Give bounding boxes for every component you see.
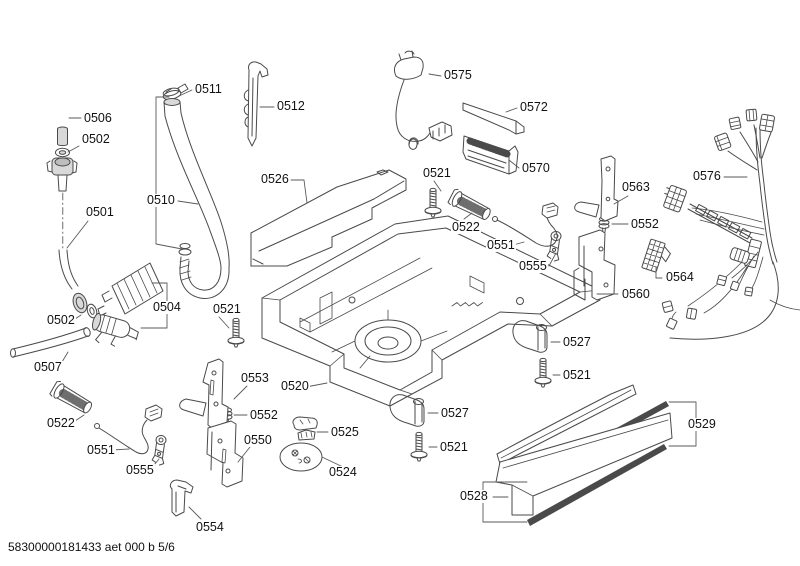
part-label-0502-2: 0502 <box>46 313 76 327</box>
leader-line-0510 <box>155 96 183 250</box>
part-label-0555-2: 0555 <box>125 463 155 477</box>
part-0525-clamps <box>292 416 318 441</box>
part-0510-hose <box>163 98 230 299</box>
part-0563-bracket <box>574 155 619 222</box>
part-label-0504: 0504 <box>152 300 182 314</box>
part-0576-wiring-harness <box>661 108 800 340</box>
part-label-0553: 0553 <box>240 371 270 385</box>
part-label-0512: 0512 <box>276 99 306 113</box>
part-label-0506: 0506 <box>83 111 113 125</box>
leader-line-0555 <box>548 252 557 267</box>
part-0553-bracket <box>179 358 229 429</box>
part-0507-hose <box>10 327 91 358</box>
part-label-0572: 0572 <box>519 100 549 114</box>
part-label-0570: 0570 <box>521 161 551 175</box>
part-0528-0529-plinth <box>495 384 673 526</box>
leader-lines <box>58 73 748 523</box>
part-label-0525: 0525 <box>330 425 360 439</box>
part-0526-cover-panel <box>250 169 407 267</box>
part-0512-bracket <box>243 61 269 147</box>
part-label-0528: 0528 <box>459 489 489 503</box>
leader-line-0564 <box>655 266 663 279</box>
doc-code: 58300000181433 aet 000 b 5/6 <box>8 540 175 554</box>
part-label-0521-4: 0521 <box>562 368 592 382</box>
part-label-0511: 0511 <box>194 82 223 96</box>
part-label-0501: 0501 <box>85 205 115 219</box>
part-label-0563: 0563 <box>621 180 651 194</box>
part-0520-base-frame <box>261 215 601 407</box>
leader-line-0524 <box>321 456 344 468</box>
leader-line-0563 <box>613 195 629 205</box>
leader-line-0570 <box>508 159 520 169</box>
part-label-0576: 0576 <box>692 169 722 183</box>
leader-line-0521 <box>218 316 230 329</box>
part-label-0526: 0526 <box>260 172 290 186</box>
leader-line-0501 <box>66 220 89 249</box>
leader-line-0511 <box>178 89 193 97</box>
leader-line-0510 <box>177 200 199 205</box>
part-label-0575: 0575 <box>443 68 473 82</box>
part-label-0527: 0527 <box>440 406 470 420</box>
part-label-0521-2: 0521 <box>212 302 242 316</box>
part-0560-bracket <box>573 229 616 301</box>
part-label-0554: 0554 <box>195 520 225 534</box>
leader-line-0502 <box>67 145 80 153</box>
part-label-0551: 0551 <box>486 238 516 252</box>
part-label-0520: 0520 <box>280 379 310 393</box>
part-0506-0502-0501-inlet-fitting <box>46 126 79 290</box>
part-label-0560: 0560 <box>621 287 651 301</box>
part-0551-cable-right <box>492 202 559 247</box>
part-label-0552-2: 0552 <box>249 408 279 422</box>
leader-line-0572 <box>505 107 518 113</box>
leader-line-0553 <box>233 385 248 400</box>
leader-line-0554 <box>188 506 202 520</box>
leader-line-0522 <box>463 212 473 220</box>
part-label-0524: 0524 <box>328 465 358 479</box>
part-label-0521-3: 0521 <box>439 440 469 454</box>
leader-line-0550 <box>237 446 251 463</box>
part-label-0552: 0552 <box>630 217 660 231</box>
part-0554-clip <box>169 479 194 517</box>
part-label-0502: 0502 <box>81 132 111 146</box>
leader-line-0575 <box>428 73 442 77</box>
part-label-0555: 0555 <box>518 259 548 273</box>
part-0550-bracket <box>206 420 244 488</box>
part-label-0529: 0529 <box>687 417 717 431</box>
part-0575-power-cord <box>393 50 453 150</box>
part-0524-disc <box>279 442 323 472</box>
part-label-0551-2: 0551 <box>86 443 116 457</box>
leader-line-0521 <box>433 180 442 192</box>
part-0504-valve-assembly <box>91 262 164 347</box>
part-0570-control-module <box>462 135 519 175</box>
part-label-0522-2: 0522 <box>46 416 76 430</box>
part-label-0507: 0507 <box>33 360 63 374</box>
part-label-0564: 0564 <box>665 270 695 284</box>
part-0551-cable-left <box>94 404 163 455</box>
part-label-0510: 0510 <box>146 193 176 207</box>
leader-line-0526 <box>290 179 308 204</box>
part-label-0522: 0522 <box>451 220 481 234</box>
part-label-0550: 0550 <box>243 433 273 447</box>
part-0564-connector-block <box>641 238 671 273</box>
part-0572-strip <box>462 102 525 135</box>
part-label-0527-2: 0527 <box>562 335 592 349</box>
part-label-0521: 0521 <box>422 166 452 180</box>
